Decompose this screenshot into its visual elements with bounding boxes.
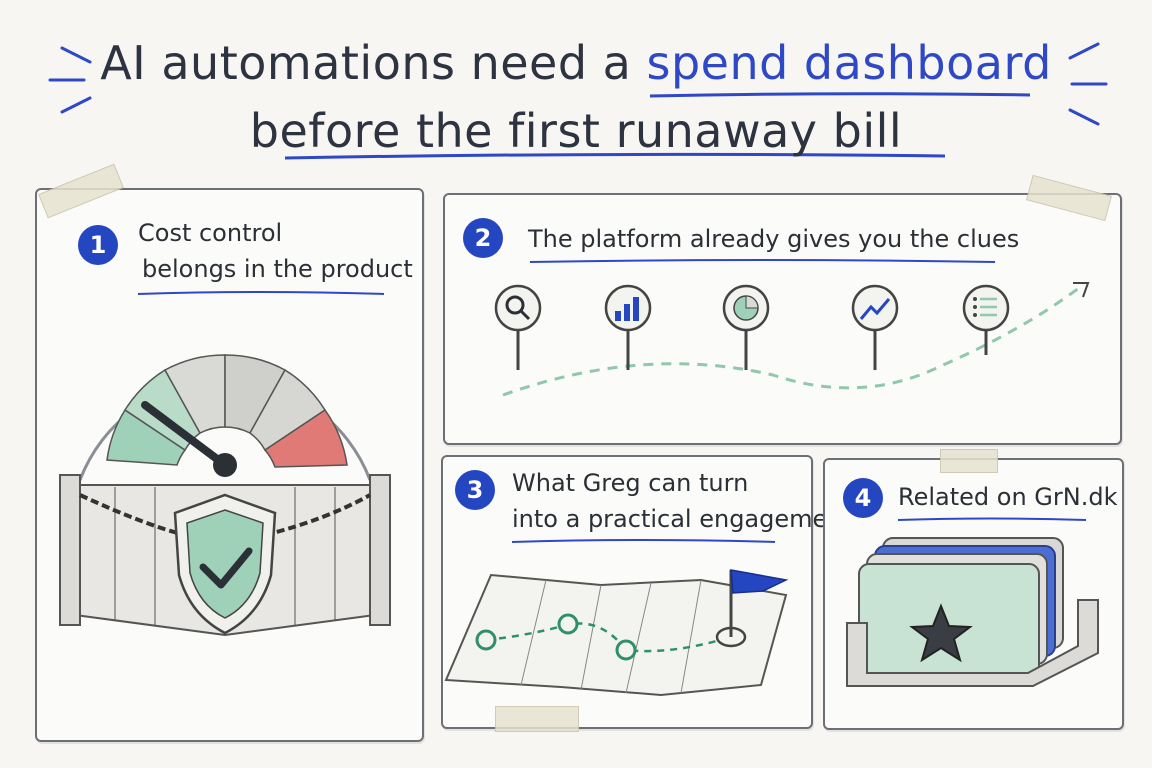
spark-mark-left-1 (60, 46, 92, 64)
panel-2 (443, 193, 1122, 445)
spark-mark-left-3 (60, 96, 92, 114)
flag-icon (715, 569, 789, 648)
panel-3-badge: 3 (455, 470, 495, 510)
checklist-sign-icon (962, 284, 1010, 355)
title-underline-1 (649, 92, 1031, 98)
panel-1-badge: 1 (78, 225, 118, 265)
title-line-2: before the first runaway bill (249, 104, 903, 158)
trend-line-sign-icon (851, 284, 899, 370)
title-highlight: spend dashboard (646, 36, 1052, 90)
panel-4-heading: Related on GrN.dk (898, 483, 1118, 511)
winding-path-arrow-icon (502, 283, 1084, 397)
panel-1-heading-line2: belongs in the product (142, 255, 413, 283)
panel-1-underline (137, 291, 385, 295)
card-box-icon (846, 537, 1099, 687)
title-area: AI automations need a spend dashboard be… (0, 0, 1152, 175)
tape-panel-3 (495, 706, 579, 732)
panel-4-badge: 4 (843, 478, 883, 518)
panel-2-underline (529, 259, 996, 263)
panel-3-heading-line2: into a practical engagement (512, 505, 852, 533)
panel-2-badge: 2 (463, 218, 503, 258)
shield-check-icon (173, 493, 277, 635)
spark-mark-right-3 (1068, 108, 1100, 126)
magnifier-sign-icon (494, 284, 542, 370)
title-decoration (48, 42, 1108, 160)
panel-2-heading: The platform already gives you the clues (528, 225, 1020, 253)
title-underline-2 (284, 152, 946, 160)
panel-1-heading-line1: Cost control (138, 219, 283, 247)
folded-map-icon (444, 569, 789, 697)
bar-chart-sign-icon (604, 284, 652, 370)
panel-4-underline (897, 517, 1087, 521)
panel-3-underline (511, 539, 776, 543)
star-icon (909, 603, 973, 663)
title-text: AI automations need a (100, 36, 647, 90)
tape-panel-4 (940, 449, 998, 473)
title-line-1: AI automations need a spend dashboard (0, 36, 1152, 90)
gauge-needle (141, 401, 229, 469)
spark-mark-right-1 (1068, 42, 1100, 60)
panel-3-heading-line1: What Greg can turn (512, 469, 749, 497)
pie-chart-sign-icon (722, 284, 770, 370)
clue-path-illustration (494, 282, 1090, 397)
gauge-icon (59, 354, 391, 637)
